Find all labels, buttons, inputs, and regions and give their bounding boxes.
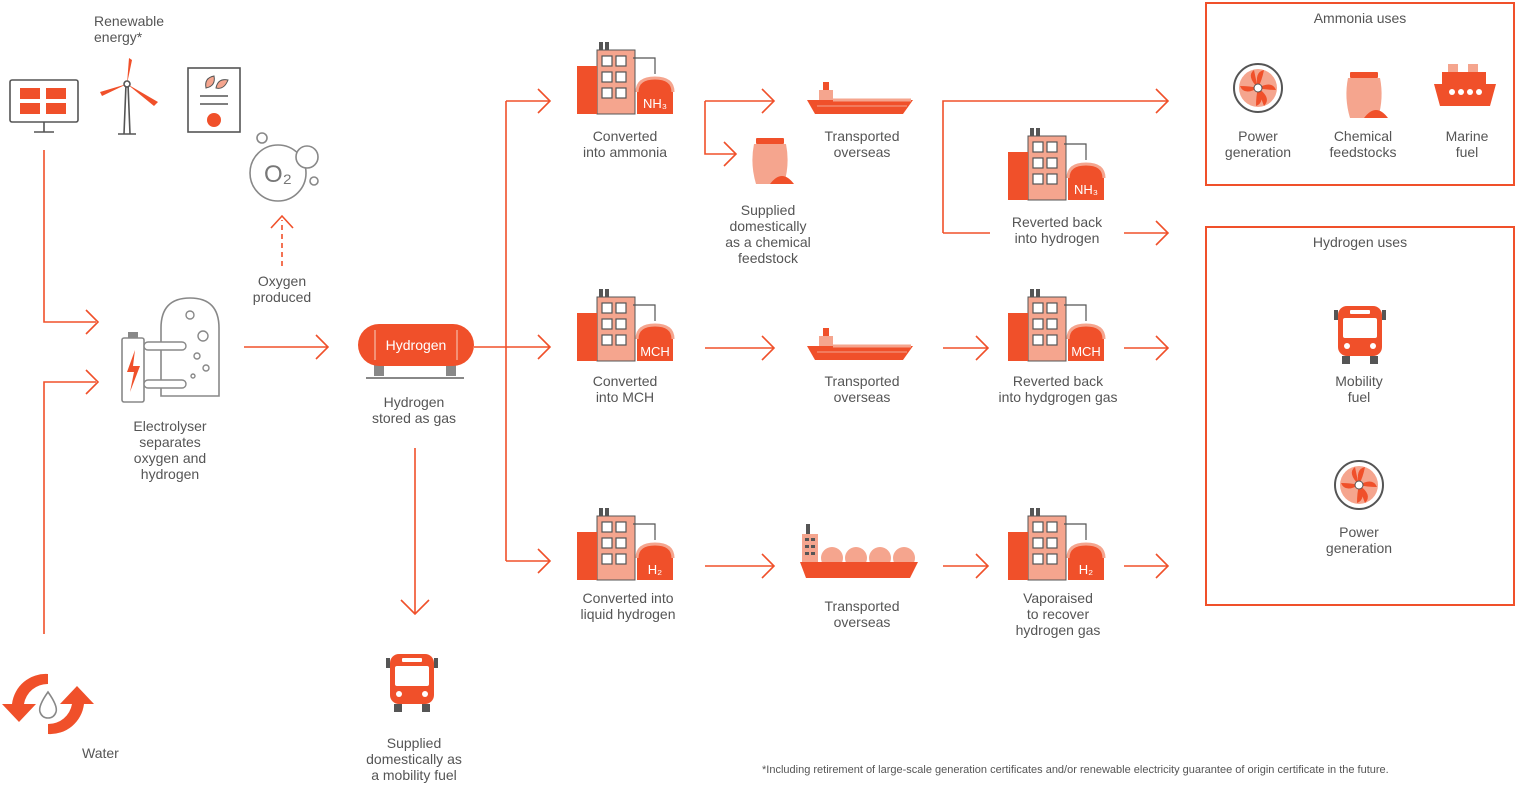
hydrogen-tank-icon: Hydrogen <box>358 324 474 379</box>
transported-label-1: Transported overseas <box>824 128 900 160</box>
factory-icon: MCH <box>1006 287 1106 363</box>
oxygen-arrow <box>270 214 294 266</box>
factory-icon: NH₃ <box>575 40 675 116</box>
oxygen-produced-label: Oxygen produced <box>252 273 312 305</box>
ammonia-use-power-label: Power generation <box>1224 128 1292 160</box>
footnote: *Including retirement of large-scale gen… <box>762 764 1389 776</box>
converted-liquid-label: Converted into liquid hydrogen <box>580 590 676 622</box>
water-cycle-icon <box>2 673 94 735</box>
converted-ammonia-label: Converted into ammonia <box>582 128 668 160</box>
factory-icon: MCH <box>575 287 675 363</box>
flow-lines <box>43 88 1170 634</box>
ammonia-uses-title: Ammonia uses <box>1313 10 1407 26</box>
electrolyser-icon <box>121 297 220 403</box>
hydrogen-stored-label: Hydrogen stored as gas <box>371 394 457 426</box>
bus-icon <box>386 654 438 712</box>
factory-icon: NH₃ <box>1006 126 1106 202</box>
ammonia-use-chemical-label: Chemical feedstocks <box>1329 128 1397 160</box>
renewable-energy-label: Renewable energy* <box>94 13 165 45</box>
supplied-chemical-label: Supplied domestically as a chemical feed… <box>725 202 811 266</box>
ammonia-use-marine-label: Marine fuel <box>1445 128 1489 160</box>
factory-tag-mch: MCH <box>640 344 670 359</box>
converted-mch-label: Converted into MCH <box>592 373 658 405</box>
electrolyser-label: Electrolyser separates oxygen and hydrog… <box>133 418 207 482</box>
certificate-icon <box>187 67 241 133</box>
chemical-bag-icon <box>752 138 794 184</box>
factory-icon: H₂ <box>575 506 675 582</box>
hydrogen-use-power-label: Power generation <box>1325 524 1393 556</box>
ship-icon <box>805 80 915 116</box>
hydrogen-use-mobility-label: Mobility fuel <box>1335 373 1383 405</box>
ship-icon <box>805 326 915 362</box>
solar-panel-icon <box>9 79 79 133</box>
factory-tag-h2: H₂ <box>648 562 662 577</box>
hydrogen-uses-box <box>1205 226 1515 606</box>
factory-tag-nh3: NH₃ <box>643 96 667 111</box>
hydrogen-uses-title: Hydrogen uses <box>1312 234 1408 250</box>
lng-carrier-icon <box>800 524 918 578</box>
vaporised-label: Vaporaised to recover hydrogen gas <box>1015 590 1101 638</box>
ammonia-uses-box <box>1205 2 1515 186</box>
factory-tag-nh3: NH₃ <box>1074 182 1098 197</box>
water-label: Water <box>82 745 119 761</box>
oxygen-symbol: O₂ <box>264 161 292 188</box>
oxygen-icon: O₂ <box>249 132 319 202</box>
transported-label-2: Transported overseas <box>824 373 900 405</box>
marine-vessel-icon <box>1434 64 1496 106</box>
reverted-hydrogen-label: Reverted back into hydrogen <box>1011 214 1103 246</box>
factory-tag-h2: H₂ <box>1079 562 1093 577</box>
supplied-mobility-label: Supplied domestically as a mobility fuel <box>366 735 462 783</box>
tank-label: Hydrogen <box>386 337 447 353</box>
factory-icon: H₂ <box>1006 506 1106 582</box>
reverted-gas-label: Reverted back into hydgrogen gas <box>998 373 1118 405</box>
factory-tag-mch: MCH <box>1071 344 1101 359</box>
wind-turbine-icon <box>100 58 158 135</box>
transported-label-3: Transported overseas <box>824 598 900 630</box>
